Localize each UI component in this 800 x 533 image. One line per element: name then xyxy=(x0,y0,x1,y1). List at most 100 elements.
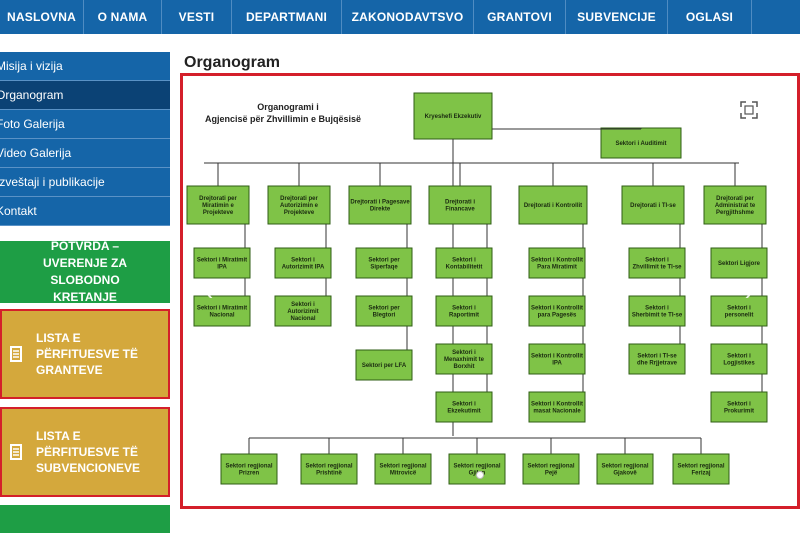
directorate-box-2-label: Drejtorati i Pagesave xyxy=(350,200,410,206)
sidebar-item-4[interactable]: Izveštaji i publikacije xyxy=(0,168,170,197)
sector-box-3-1-label: Sektori i xyxy=(452,306,476,312)
sector-box-4-2-label: Sektori i Kontrollit xyxy=(531,354,583,360)
sector-box-3-2-label: Borxhit xyxy=(454,364,475,370)
sector-box-5-1-label: Sherbimit te TI-se xyxy=(632,313,683,319)
sector-box-4-0-label: Sektori i Kontrollit xyxy=(531,258,583,264)
organogram-title: Organogrami i xyxy=(257,102,319,112)
regional-box-2-label: Mitrovicë xyxy=(390,471,417,477)
sector-box-0-1-label: Sektori i Miratimit xyxy=(197,306,247,312)
nav-item-departmani[interactable]: DEPARTMANI xyxy=(232,0,342,34)
sector-box-4-3-label: Sektori i Kontrollit xyxy=(531,402,583,408)
sector-box-5-2-label: dhe Rrjjetrave xyxy=(637,361,678,367)
directorate-box-1-label: Projekteve xyxy=(284,210,315,216)
sector-box-2-2: Sektori per LFA xyxy=(355,349,413,381)
sector-box-2-0-label: Sektori per xyxy=(368,258,400,264)
executive-box-label: Kryeshefi Ekzekutiv xyxy=(425,114,482,120)
green-banner[interactable] xyxy=(0,505,170,533)
nav-item-oglasi[interactable]: OGLASI xyxy=(668,0,752,34)
sector-box-1-1-label: Sektori i xyxy=(291,302,315,308)
sidebar-item-label: Kontakt xyxy=(0,204,37,218)
executive-box: Kryeshefi Ekzekutiv xyxy=(413,92,493,140)
nav-item-naslovna[interactable]: NASLOVNA xyxy=(0,0,84,34)
subsidies-beneficiaries-banner[interactable]: LISTA E PËRFITUESVE TË SUBVENCIONEVE xyxy=(0,407,170,497)
sector-box-4-2-label: IPA xyxy=(552,361,562,367)
grants-beneficiaries-text: LISTA E PËRFITUESVE TË GRANTEVE xyxy=(36,331,139,377)
sidebar-item-2[interactable]: Foto Galerija xyxy=(0,110,170,139)
sector-box-4-3-label: masat Nacionale xyxy=(533,409,581,415)
chevron-right-icon[interactable]: › xyxy=(744,275,754,306)
sidebar-item-0[interactable]: Misija i vizija xyxy=(0,52,170,81)
page-title: Organogram xyxy=(184,54,281,71)
sidebar-item-5[interactable]: Kontakt xyxy=(0,197,170,226)
regional-box-6-label: Sektori regjional xyxy=(677,464,724,470)
sidebar-item-1[interactable]: Organogram xyxy=(0,81,170,110)
directorate-box-6-label: Pergjithshme xyxy=(716,210,755,216)
sector-box-6-3-label: Prokurimit xyxy=(724,409,754,415)
free-movement-certificate-banner[interactable]: POTVRDA – UVERENJE ZA SLOBODNO KRETANJE xyxy=(0,239,170,304)
regional-box-3-label: Sektori regjional xyxy=(453,464,500,470)
sector-box-6-3-label: Sektori i xyxy=(727,402,751,408)
document-icon xyxy=(10,444,22,460)
regional-box-3: Sektori regjionalGjilan xyxy=(448,453,506,485)
grants-beneficiaries-banner[interactable]: LISTA E PËRFITUESVE TË GRANTEVE xyxy=(0,309,170,399)
sector-box-5-1-label: Sektori i xyxy=(645,306,669,312)
slide-indicator-dot[interactable] xyxy=(476,471,484,479)
sector-box-0-0-label: Sektori i Miratimit xyxy=(197,258,247,264)
nav-item-subvencije[interactable]: SUBVENCIJE xyxy=(566,0,668,34)
sector-box-2-1-label: Sektori per xyxy=(368,306,400,312)
nav-item-zakonodavtsvo[interactable]: ZAKONODAVTSVO xyxy=(342,0,474,34)
nav-item-vesti[interactable]: VESTI xyxy=(162,0,232,34)
sector-box-1-0-label: Autorizimit IPA xyxy=(282,265,325,271)
chevron-left-icon[interactable]: ‹ xyxy=(204,275,214,306)
sidebar-item-label: Organogram xyxy=(0,88,64,102)
sector-box-4-1-label: para Pagesës xyxy=(538,313,577,319)
sector-box-2-0-label: Siperfaqe xyxy=(370,265,398,271)
regional-box-0-label: Sektori regjional xyxy=(225,464,272,470)
directorate-box-4: Drejtorati i Kontrollit xyxy=(518,185,588,225)
fullscreen-icon[interactable] xyxy=(739,100,759,120)
sector-box-1-1-label: Nacional xyxy=(290,316,315,322)
sidebar-item-label: Misija i vizija xyxy=(0,59,63,73)
sector-box-6-1-label: personelit xyxy=(725,313,754,319)
regional-box-6-label: Ferizaj xyxy=(691,471,710,477)
sector-box-6-2-label: Logjistikes xyxy=(723,361,755,367)
nav-item-o-nama[interactable]: O NAMA xyxy=(84,0,162,34)
sector-box-2-1-label: Blegtori xyxy=(373,313,396,319)
nav-item-grantovi[interactable]: GRANTOVI xyxy=(474,0,566,34)
regional-box-0-label: Prizren xyxy=(239,471,260,477)
audit-box: Sektori i Auditimit xyxy=(600,127,682,159)
sidebar-item-3[interactable]: Video Galerija xyxy=(0,139,170,168)
sector-box-3-3-label: Sektori i xyxy=(452,402,476,408)
directorate-box-5-label: Drejtorati i TI-se xyxy=(630,203,676,209)
sector-box-1-0-label: Sektori i xyxy=(291,258,315,264)
sector-box-5-0-label: Sektori i xyxy=(645,258,669,264)
directorate-box-0-label: Projekteve xyxy=(203,210,234,216)
directorate-box-4-label: Drejtorati i Kontrollit xyxy=(524,203,582,209)
subsidies-beneficiaries-text: LISTA E PËRFITUESVE TË SUBVENCIONEVE xyxy=(36,429,141,475)
